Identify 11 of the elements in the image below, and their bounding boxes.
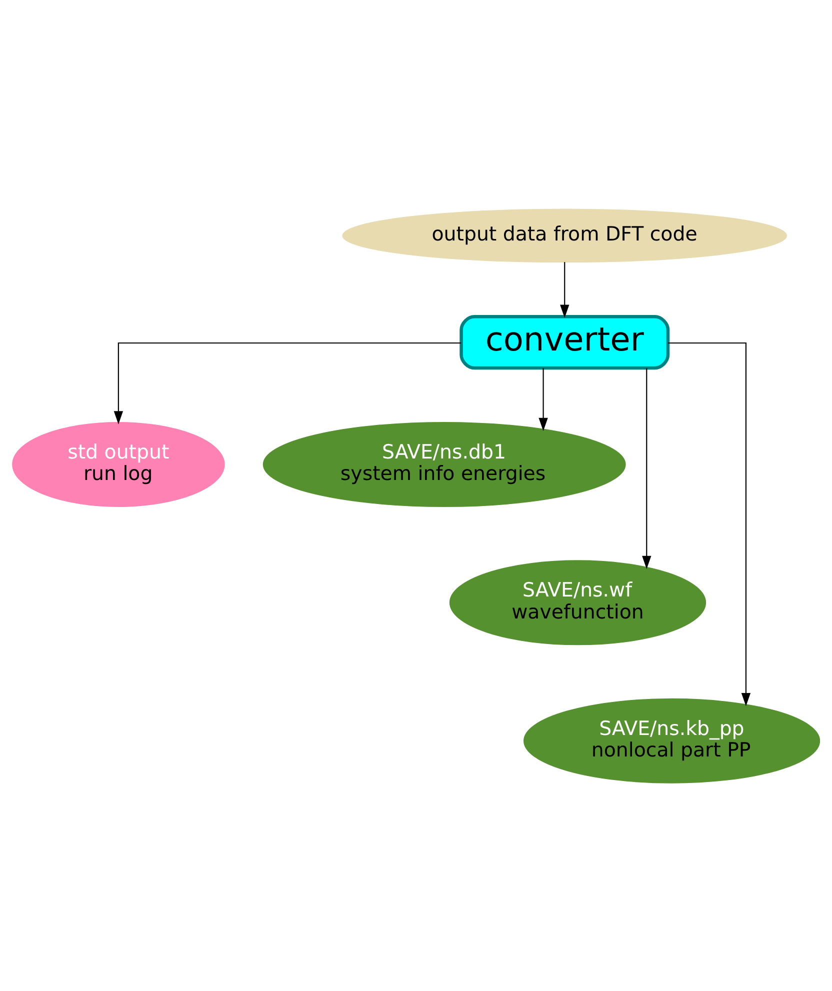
- node-box: converter: [460, 314, 670, 370]
- node-ellipse: std output run log: [12, 421, 225, 506]
- node-ellipse: output data from DFT code: [342, 208, 788, 262]
- arrow: [642, 368, 652, 569]
- arrow: [668, 342, 751, 706]
- arrow: [560, 262, 570, 318]
- node-ellipse: SAVE/ns.wf wavefunction: [449, 560, 706, 645]
- node-ellipse: SAVE/ns.kb_pp nonlocal part PP: [524, 698, 820, 783]
- arrow: [538, 368, 548, 430]
- arrow: [114, 342, 462, 424]
- node-ellipse: SAVE/ns.db1 system info energies: [262, 421, 626, 506]
